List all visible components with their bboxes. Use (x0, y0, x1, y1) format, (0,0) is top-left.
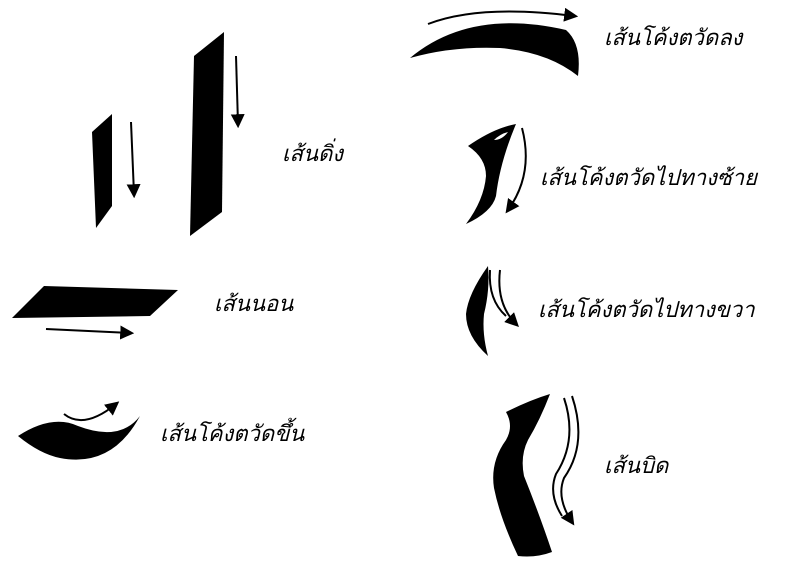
vertical-stroke-short (92, 114, 112, 228)
curve-right-arrow-2 (499, 270, 516, 324)
twist-group (493, 394, 578, 557)
curve-up-group (18, 404, 140, 460)
label-curve-down: เส้นโค้งตวัดลง (604, 28, 742, 50)
horizontal-arrow (46, 329, 130, 333)
label-vertical: เส้นดิ่ง (282, 144, 343, 166)
curve-left-arrow (508, 128, 526, 210)
curve-down-group (410, 12, 579, 77)
curve-down-arrow (428, 12, 574, 25)
curve-left-group (466, 124, 526, 224)
label-twist: เส้นบิด (604, 456, 668, 478)
curve-right-stroke (466, 266, 489, 356)
curve-down-stroke (410, 23, 579, 76)
vertical-arrow-short (131, 122, 134, 194)
label-horizontal: เส้นนอน (214, 294, 293, 316)
curve-right-arrow-1 (490, 270, 506, 316)
label-curve-left: เส้นโค้งตวัดไปทางซ้าย (540, 168, 757, 190)
curve-up-arrow (64, 404, 116, 420)
vertical-stroke-tall (190, 32, 224, 236)
label-curve-right: เส้นโค้งตวัดไปทางขวา (538, 300, 755, 322)
horizontal-stroke-group (12, 286, 178, 333)
curve-right-group (466, 266, 516, 356)
label-curve-up: เส้นโค้งตวัดขึ้น (160, 424, 304, 446)
horizontal-stroke (12, 286, 178, 318)
twist-stroke (493, 394, 552, 557)
vertical-strokes (92, 32, 238, 236)
curve-up-stroke (18, 416, 140, 460)
vertical-arrow-tall (236, 56, 238, 124)
